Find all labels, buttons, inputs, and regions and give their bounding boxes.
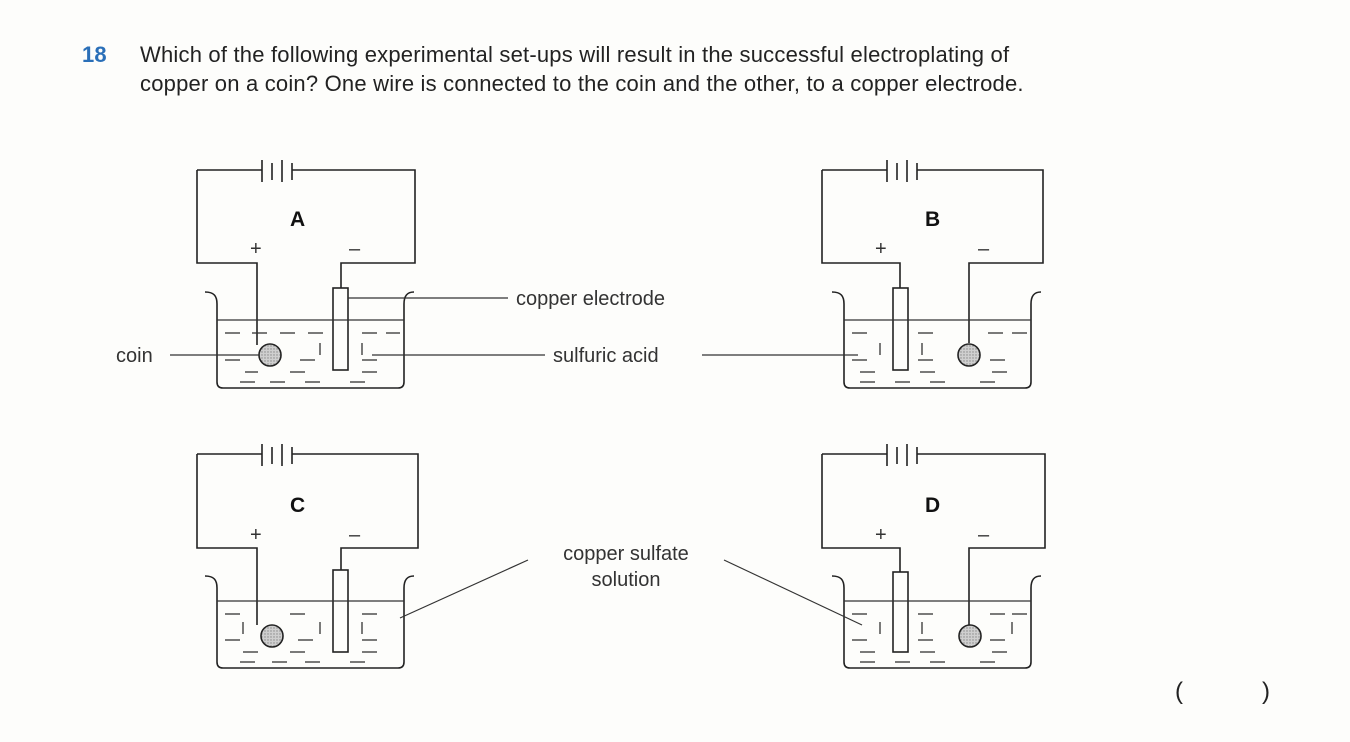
question-number: 18 xyxy=(82,42,107,67)
question-text-line-2: copper on a coin? One wire is connected … xyxy=(140,71,1024,96)
setup-d xyxy=(821,444,1046,669)
setup-b xyxy=(821,160,1044,389)
copper-sulfate-leader-right xyxy=(723,559,863,626)
answer-bracket-close: ) xyxy=(1262,678,1270,705)
copper-electrode-b xyxy=(892,287,909,371)
label-coin: coin xyxy=(116,345,153,367)
label-copper-sulfate-line-2: solution xyxy=(592,569,661,591)
setup-c-minus: – xyxy=(349,524,361,546)
coin-a xyxy=(258,343,282,367)
answer-bracket-open: ( xyxy=(1175,678,1183,705)
setup-d-minus: – xyxy=(978,524,990,546)
label-copper-electrode: copper electrode xyxy=(516,288,665,310)
copper-sulfate-leader-left xyxy=(399,559,529,619)
setup-b-letter: B xyxy=(925,208,940,231)
copper-electrode-d xyxy=(892,571,909,653)
copper-electrode-a xyxy=(332,287,349,371)
label-sulfuric-acid: sulfuric acid xyxy=(553,345,659,367)
setup-d-plus: + xyxy=(875,524,887,546)
setup-a-letter: A xyxy=(290,208,305,231)
setup-a xyxy=(196,160,416,389)
question-text-line-1: Which of the following experimental set-… xyxy=(140,42,1010,67)
label-copper-sulfate-line-1: copper sulfate xyxy=(563,543,689,565)
copper-electrode-c xyxy=(332,569,349,653)
setup-c-plus: + xyxy=(250,524,262,546)
coin-c xyxy=(260,624,284,648)
setup-c-letter: C xyxy=(290,494,305,517)
setup-b-minus: – xyxy=(978,238,990,260)
coin-d xyxy=(958,624,982,648)
setup-a-minus: – xyxy=(349,238,361,260)
question: 18 Which of the following experimental s… xyxy=(82,40,1282,98)
setup-b-plus: + xyxy=(875,238,887,260)
setup-a-plus: + xyxy=(250,238,262,260)
setup-d-letter: D xyxy=(925,494,940,517)
setup-c xyxy=(196,444,419,669)
coin-b xyxy=(957,343,981,367)
